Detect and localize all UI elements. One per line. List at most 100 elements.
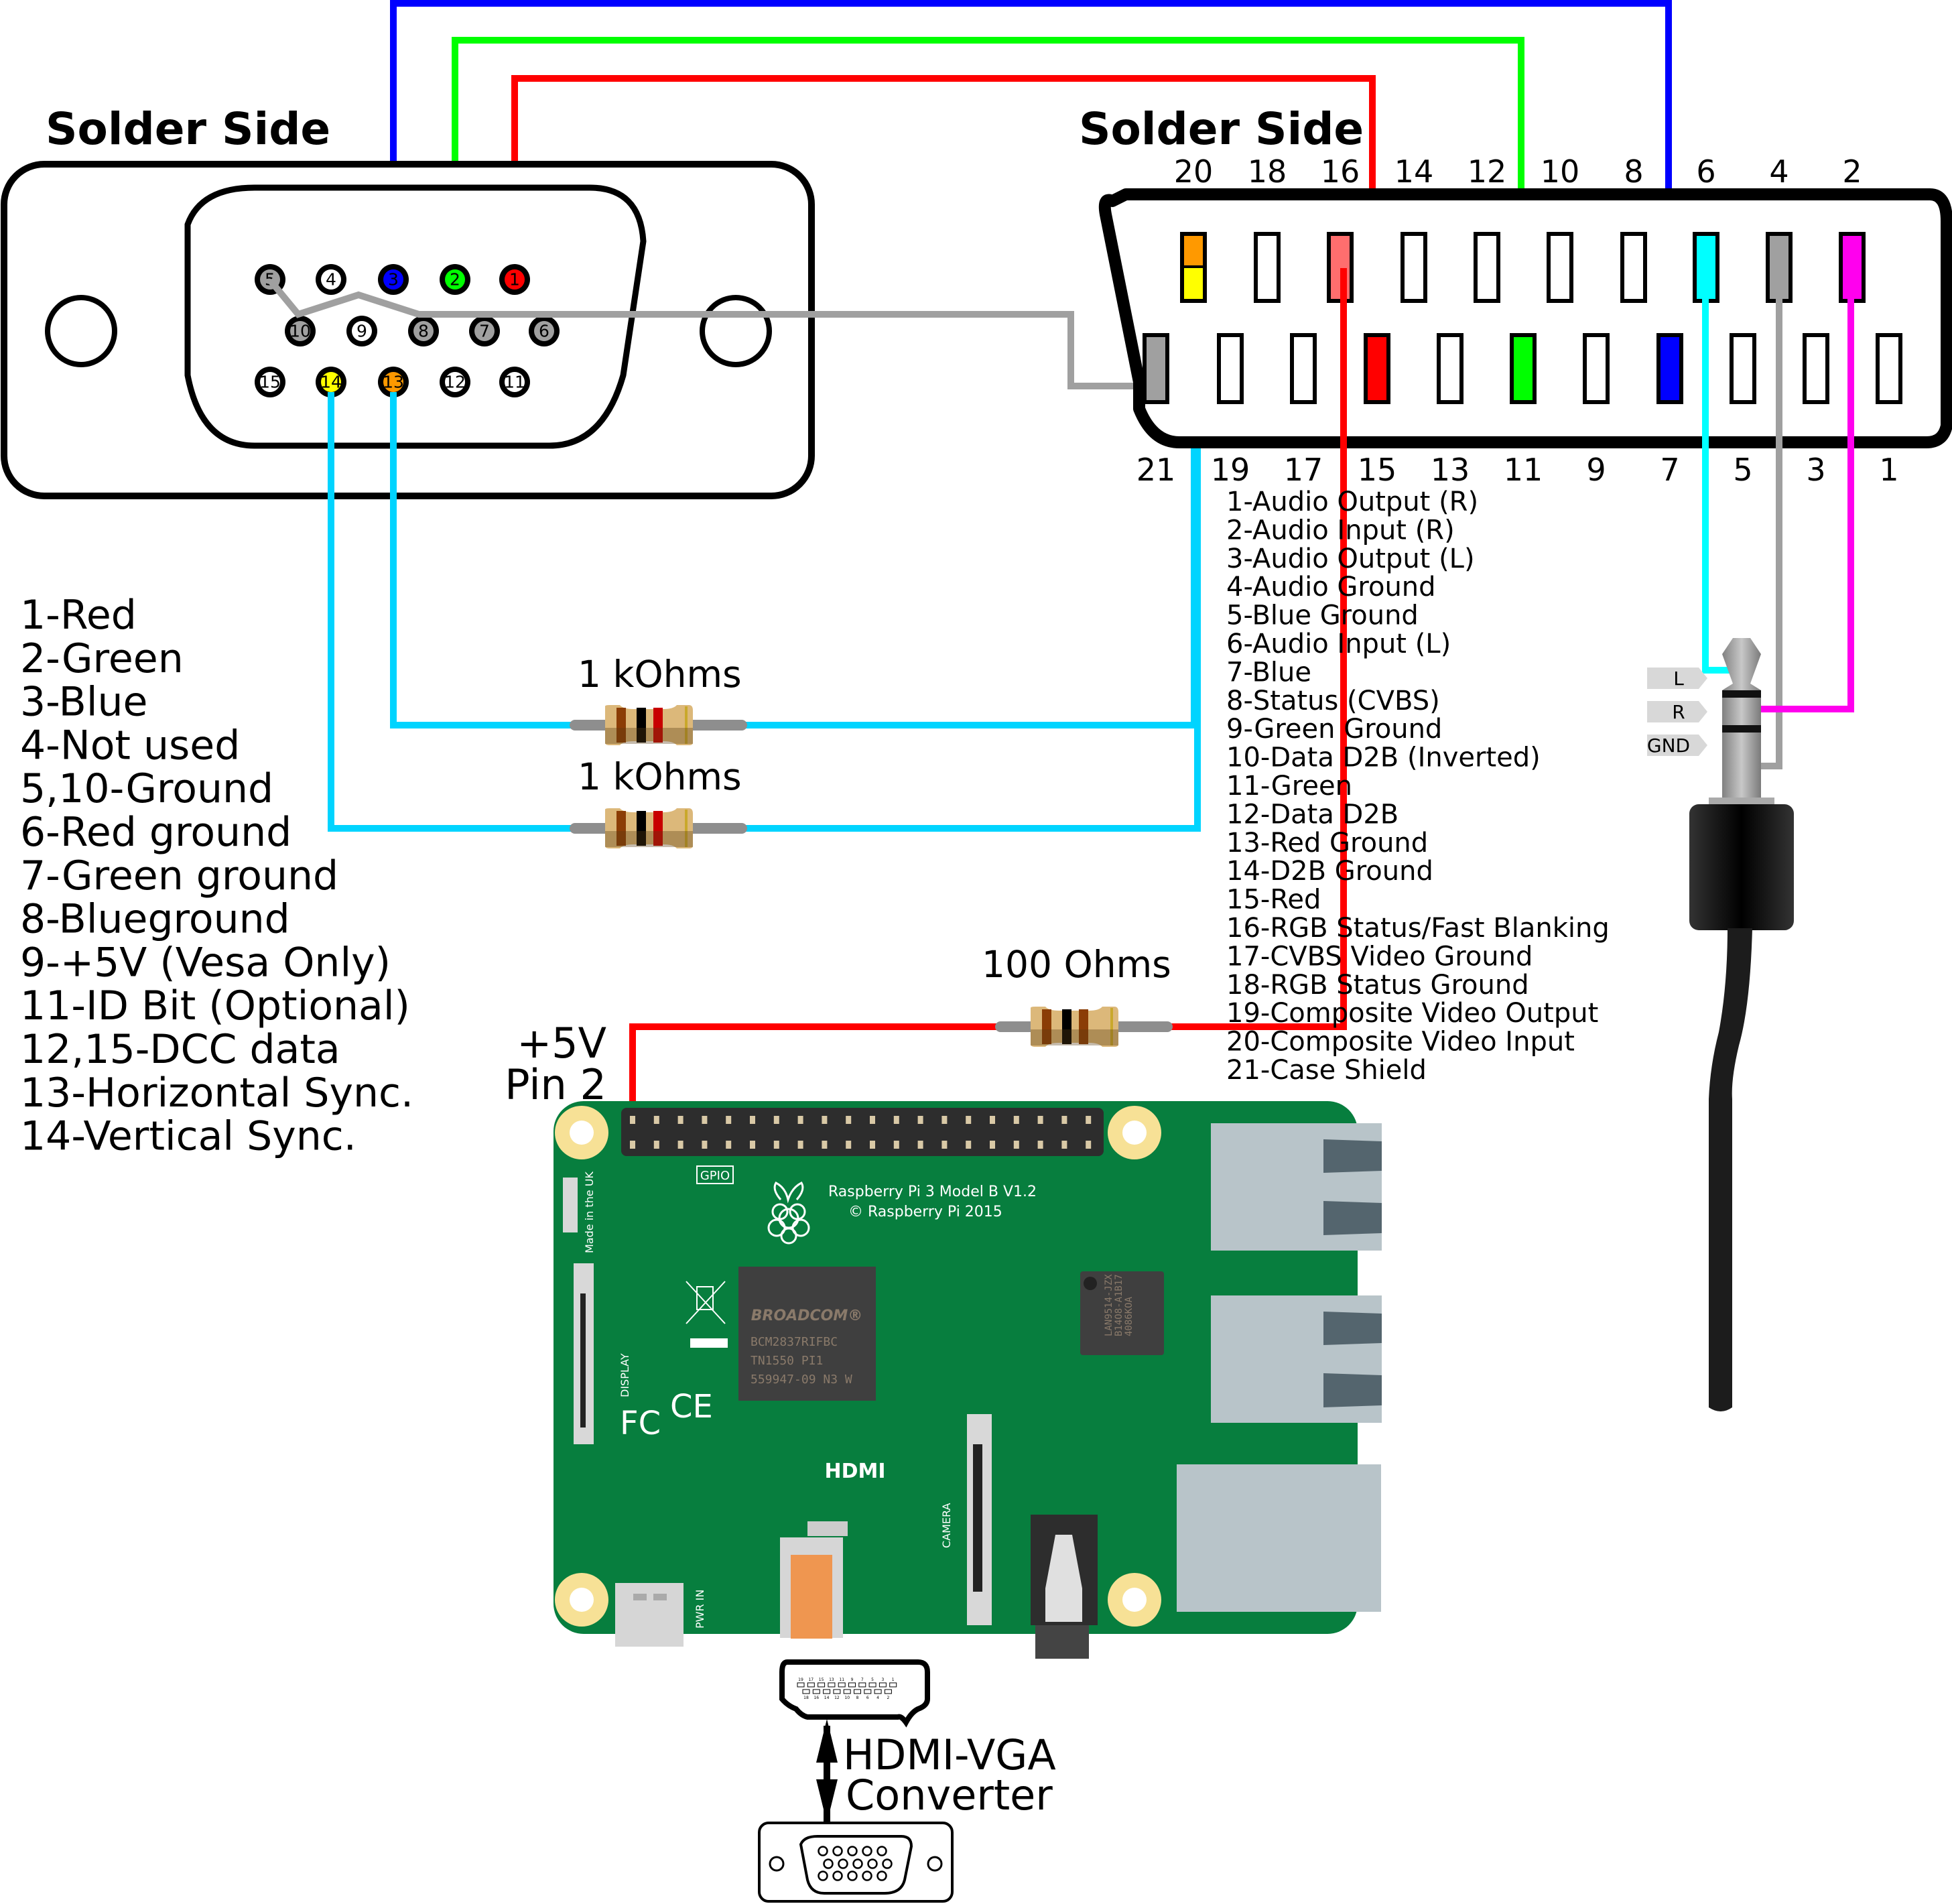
svg-text:BROADCOM®: BROADCOM® [751, 1308, 862, 1324]
svg-text:10: 10 [289, 322, 311, 341]
scart-bottom-label: 13 [1431, 452, 1470, 488]
scart-top-label: 14 [1394, 153, 1434, 190]
gpio-pin [893, 1116, 899, 1124]
scart-legend-item: 21-Case Shield [1226, 1055, 1427, 1086]
vga-legend-item: 1-Red [20, 592, 137, 639]
scart-top-label: 18 [1248, 153, 1287, 190]
scart-pin-13 [1437, 333, 1463, 404]
jack-insulator-1 [1722, 690, 1761, 698]
ethernet-port[interactable] [1177, 1464, 1381, 1612]
jack-label-l: L [1647, 668, 1707, 690]
svg-text:2: 2 [450, 270, 460, 290]
svg-text:4: 4 [326, 270, 336, 290]
svg-text:19: 19 [798, 1677, 803, 1682]
hdmi-port[interactable] [780, 1521, 848, 1639]
scart-pin-17 [1290, 333, 1317, 404]
scart-top-label: 20 [1174, 153, 1214, 190]
jack-sleeve [1722, 733, 1761, 800]
gpio-label-voltage: +5V [517, 1019, 606, 1068]
vga-plug-pin [823, 1858, 834, 1869]
pi-audio-jack[interactable] [1031, 1515, 1098, 1659]
vga-plug-pin [862, 1846, 872, 1856]
vsync-wire [328, 295, 1201, 832]
bidirectional-arrow [816, 1719, 838, 1823]
vga-pin-15: 15 [255, 367, 285, 397]
gpio-pin [773, 1116, 779, 1124]
svg-text:17: 17 [808, 1677, 814, 1682]
scart-pin-18 [1254, 232, 1281, 303]
svg-text:5: 5 [871, 1677, 874, 1682]
scart-legend-item: 3-Audio Output (L) [1226, 544, 1475, 574]
scart-legend-item: 15-Red [1226, 885, 1321, 915]
made-in-uk-text: Made in the UK [583, 1171, 596, 1253]
svg-text:1: 1 [509, 270, 520, 290]
fcc-mark: FC [620, 1405, 661, 1442]
gpio-pin [893, 1141, 899, 1149]
scart-legend-item: 4-Audio Ground [1226, 572, 1436, 602]
hdmi-text: HDMI [824, 1460, 885, 1483]
blanking-wire [1159, 268, 1347, 1030]
usb-port-bottom[interactable] [1211, 1295, 1382, 1423]
mounting-hole-bl [555, 1573, 608, 1627]
scart-pin-9 [1583, 333, 1610, 404]
gpio-pin [1061, 1141, 1067, 1149]
converter-label-line1: HDMI-VGA [843, 1730, 1056, 1779]
svg-text:11: 11 [839, 1677, 844, 1682]
scart-legend-item: 18-RGB Status Ground [1226, 970, 1529, 1001]
svg-text:10: 10 [844, 1696, 850, 1700]
scart-bottom-label: 17 [1284, 452, 1323, 488]
camera-connector [967, 1414, 992, 1625]
gpio-pin [677, 1116, 684, 1124]
usb-port-top[interactable] [1211, 1123, 1382, 1251]
pwr-in-text: PWR IN [694, 1590, 706, 1629]
gpio-pin [822, 1116, 828, 1124]
scart-pin-10 [1547, 232, 1573, 303]
vga-legend-item: 8-Blueground [20, 896, 290, 943]
scart-pin-16 [1327, 232, 1354, 303]
vga-legend-item: 14-Vertical Sync. [20, 1113, 356, 1160]
svg-text:11: 11 [504, 373, 525, 392]
vga-pin-2: 2 [440, 264, 470, 295]
svg-text:1: 1 [892, 1677, 895, 1682]
scart-bottom-label: 21 [1136, 452, 1176, 488]
gpio-pin [966, 1141, 972, 1149]
gpio-pin [846, 1116, 852, 1124]
gpio-pin [846, 1141, 852, 1149]
vga-legend-item: 12,15-DCC data [20, 1026, 340, 1073]
vga-pin-9: 9 [346, 316, 377, 346]
board-copyright-text: © Raspberry Pi 2015 [848, 1204, 1002, 1220]
scart-top-label: 6 [1696, 153, 1715, 190]
svg-text:6: 6 [866, 1696, 869, 1700]
resistor-hsync-label: 1 kOhms [578, 653, 742, 696]
gpio-pin [726, 1116, 732, 1124]
jack-ring [1722, 698, 1761, 725]
scart-pin-12 [1474, 232, 1500, 303]
scart-legend-item: 19-Composite Video Output [1226, 998, 1598, 1029]
gpio-pin [750, 1116, 755, 1124]
vga-title: Solder Side [46, 103, 330, 155]
gpio-box [696, 1165, 734, 1184]
vga-pin-11: 11 [499, 367, 530, 397]
gpio-pin [941, 1116, 948, 1124]
vga-legend-item: 11-ID Bit (Optional) [20, 982, 410, 1029]
jack-label-r: R [1647, 701, 1707, 723]
vga-plug-pin [882, 1858, 893, 1869]
jack-label-gnd: GND [1647, 735, 1707, 757]
scart-bottom-label: 1 [1879, 452, 1898, 488]
vga-legend-item: 6-Red ground [20, 809, 291, 856]
gpio-header[interactable] [621, 1108, 1104, 1156]
audio-jack: L R GND [1647, 638, 1794, 1411]
gpio-pin [1086, 1116, 1092, 1124]
vga-plug-pin [862, 1870, 872, 1881]
scart-legend-item: 9-Green Ground [1226, 714, 1442, 745]
vga-plug-pin [838, 1858, 848, 1869]
scart-legend-item: 12-Data D2B [1226, 799, 1398, 830]
micro-usb-power-port[interactable] [615, 1583, 684, 1647]
scart-pin-21 [1143, 333, 1169, 404]
scart-pin-11 [1510, 333, 1537, 404]
